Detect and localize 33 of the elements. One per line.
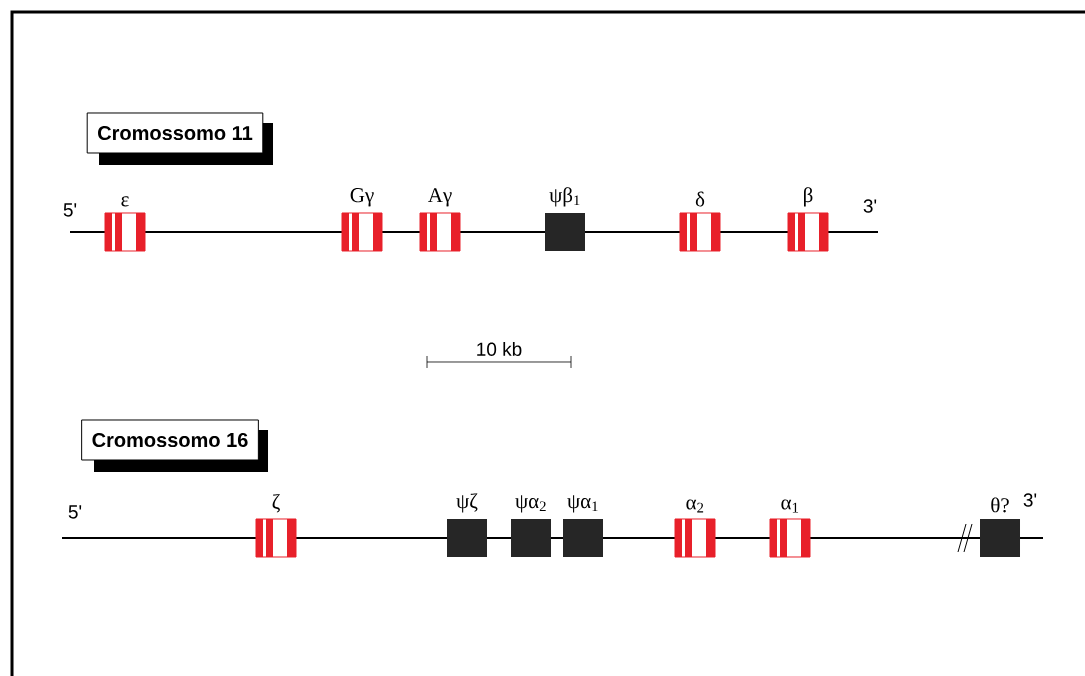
gene-box: ε [104, 196, 146, 252]
node-label: β [804, 187, 813, 207]
node-label: α$_{1}$ [781, 499, 799, 513]
node-label: ψα$_{2}$ [515, 495, 546, 513]
chromosome-label-box: Cromossomo 11 [86, 112, 273, 165]
chromosome-end-label: 3' [863, 199, 877, 213]
pseudogene-box: ψβ$_{1}$ [545, 187, 585, 251]
gene-box: Aγ [419, 188, 461, 252]
chromosome-end-label: 5' [68, 505, 82, 519]
node-label: ψβ$_{1}$ [549, 187, 580, 207]
node-label: α$_{2}$ [686, 499, 704, 513]
node-label: Aγ [427, 188, 452, 207]
node-label: ψα$_{1}$ [567, 495, 598, 513]
pseudogene-box: ψα$_{2}$ [511, 495, 551, 557]
pseudogene-box: ψζ [447, 493, 487, 557]
pseudogene-box: ψα$_{1}$ [563, 495, 603, 557]
scale-label: 10 kb [477, 342, 522, 356]
gene-box: ζ [255, 494, 297, 558]
node-label: ψζ [456, 493, 478, 513]
node-label: ε [121, 196, 129, 207]
gene-box: δ [679, 191, 721, 252]
node-label: δ [695, 191, 705, 207]
gene-box: α$_{1}$ [769, 499, 811, 558]
node-label: θ? [991, 497, 1009, 513]
pseudogene-box: θ? [980, 497, 1020, 557]
chromosome-end-label: 3' [1023, 493, 1037, 507]
chromosome-label-box: Cromossomo 16 [81, 419, 268, 472]
gene-box: Gγ [341, 188, 383, 252]
node-label: Gγ [350, 188, 374, 207]
gene-box: β [787, 187, 829, 252]
node-label: ζ [272, 494, 280, 513]
chromosome-end-label: 5' [63, 203, 77, 217]
gene-box: α$_{2}$ [674, 499, 716, 558]
